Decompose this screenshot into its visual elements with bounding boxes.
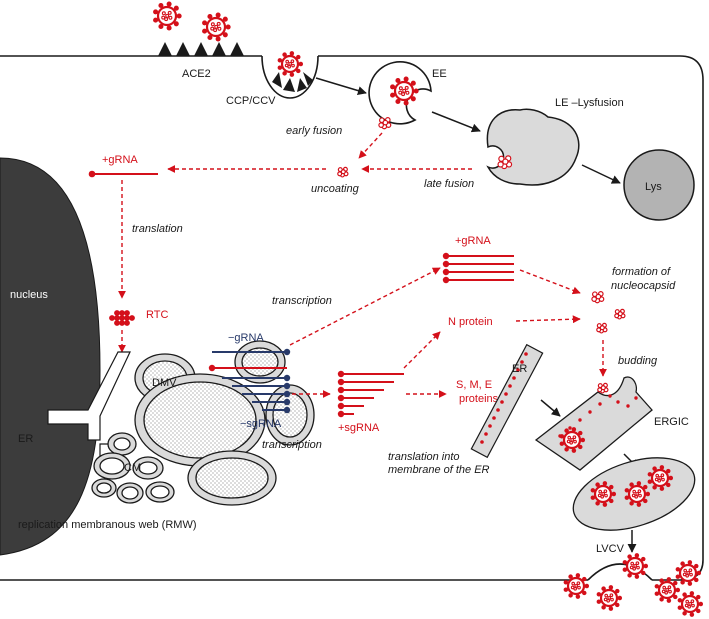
virion-icon: [590, 481, 617, 507]
dmv-label: DMV: [152, 377, 177, 389]
virion-icon: [677, 591, 704, 617]
minus-gRNA: [208, 348, 291, 372]
budding-label: budding: [618, 355, 658, 367]
virion-icon: [622, 553, 649, 579]
nucleocapsid-icon: [378, 117, 392, 130]
plus-sgRNA-stack: [337, 370, 404, 418]
er-left-label: ER: [18, 433, 33, 445]
arrow-er-to-ergic: [540, 399, 561, 417]
virion-icon: [202, 12, 231, 42]
rtc-icon: [109, 310, 135, 326]
transcription-top-label: transcription: [272, 295, 332, 307]
virion-icon: [647, 465, 674, 491]
translation-label: translation: [132, 223, 183, 235]
virion-icon: [654, 577, 681, 603]
arrow-to-gRNA-right: [289, 267, 441, 346]
nucleocapsid-icon: [596, 322, 608, 334]
late-endosome: [486, 108, 580, 186]
ace2-receptors: [158, 42, 244, 56]
arrow-ee-to-uncoating: [358, 132, 383, 159]
virion-layer: [109, 1, 704, 617]
er-right-label: ER: [512, 363, 527, 375]
gRNA-top: [88, 170, 158, 178]
arrow-n-protein-to-nucleocapsid: [515, 315, 581, 324]
le-lysfusion-label: LE –Lysfusion: [555, 97, 624, 109]
nucleocapsid-icon: [337, 166, 349, 178]
gRNA-right-stack: [442, 252, 514, 284]
er-left: [47, 351, 131, 441]
nucleocapsid-icon: [497, 155, 513, 170]
minus-sgRNA-stack: [222, 374, 291, 414]
arrow-gRNA-to-nucleocapsid: [519, 269, 581, 295]
ergic-proteins: [558, 394, 638, 438]
ergic-label: ERGIC: [654, 416, 689, 428]
formation-line1: formation of: [612, 266, 671, 278]
nucleocapsid-icon: [591, 291, 605, 304]
minus-sgRNA-label: −sgRNA: [240, 418, 282, 430]
lysosome: [623, 149, 695, 221]
virion-icon: [277, 51, 304, 77]
virion-icon: [675, 560, 702, 586]
n-protein-label: N protein: [448, 316, 493, 328]
late-fusion-label: late fusion: [424, 178, 474, 190]
virion-icon: [559, 427, 586, 453]
plus-sgRNA-label: +sgRNA: [338, 422, 380, 434]
rtc-label: RTC: [146, 309, 168, 321]
gRNA-right-label: +gRNA: [455, 235, 491, 247]
lvcv-label: LVCV: [596, 543, 625, 555]
ee-label: EE: [432, 68, 447, 80]
translation-er-line1: translation into: [388, 451, 460, 463]
arrow-sgRNA-to-n-protein: [403, 331, 441, 369]
virion-icon: [153, 1, 182, 31]
minus-gRNA-label: −gRNA: [228, 332, 264, 344]
formation-line2: nucleocapsid: [611, 280, 676, 292]
virion-icon: [563, 573, 590, 599]
sme-line1: S, M, E: [456, 379, 492, 391]
nucleus: [0, 157, 101, 556]
arrow-pit-to-ee: [315, 77, 367, 95]
ccp-ccv-label: CCP/CCV: [226, 95, 276, 107]
nucleocapsid-icon: [597, 382, 609, 394]
ergic: [534, 376, 653, 471]
sme-line2: proteins: [459, 393, 499, 405]
cm-label: CM: [124, 462, 141, 474]
virion-icon: [390, 76, 419, 106]
lys-label: Lys: [645, 181, 662, 193]
ace2-label: ACE2: [182, 68, 211, 80]
nucleocapsid-icon: [614, 308, 626, 320]
uncoating-label: uncoating: [311, 183, 360, 195]
clathrin-spikes: [272, 72, 313, 92]
gRNA-top-label: +gRNA: [102, 154, 138, 166]
rmw-vesicles: [91, 340, 315, 506]
virion-icon: [596, 585, 623, 611]
arrow-le-to-lys: [581, 164, 621, 184]
er-right: [470, 343, 544, 459]
er-right-proteins: [480, 352, 528, 444]
transcription-bottom-label: transcription: [262, 439, 322, 451]
nucleus-label: nucleus: [10, 289, 48, 301]
virion-icon: [624, 481, 651, 507]
clathrin-coated-pit: [261, 55, 319, 99]
exocytosis-pit: [587, 563, 653, 581]
arrow-ee-to-le: [431, 111, 481, 133]
translation-er-line2: membrane of the ER: [388, 464, 490, 476]
rmw-label: replication membranous web (RMW): [18, 519, 197, 531]
early-fusion-label: early fusion: [286, 125, 342, 137]
